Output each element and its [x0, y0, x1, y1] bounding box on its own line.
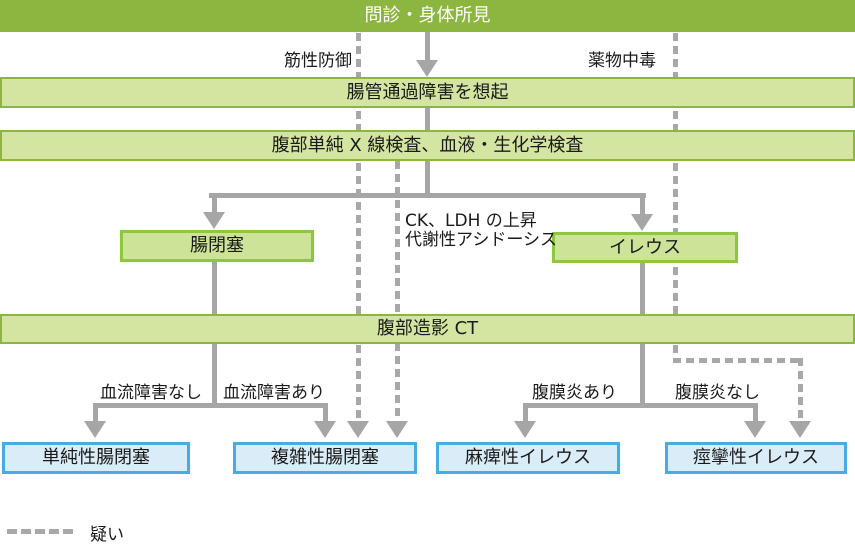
- dashed-line-drug-vertical: [673, 33, 678, 360]
- connector-to-complicated: [323, 403, 328, 423]
- arrowhead-into-simple: [84, 421, 106, 438]
- node-ileus: イレウス: [552, 232, 738, 263]
- node-complicated-obstruction: 複雑性腸閉塞: [233, 442, 417, 474]
- label-ischemia: 血流障害あり: [223, 383, 325, 403]
- node-simple-obstruction: 単純性腸閉塞: [2, 442, 190, 474]
- node-paralytic-ileus: 麻痺性イレウス: [436, 442, 620, 474]
- label-drug-intoxication: 薬物中毒: [588, 51, 656, 71]
- label-peritonitis: 腹膜炎あり: [532, 383, 617, 403]
- connector-header-to-recall: [425, 32, 430, 62]
- label-muscle-guarding: 筋性防御: [284, 51, 352, 71]
- arrowhead-into-paralytic: [514, 421, 536, 438]
- label-ck-ldh-elevation: CK、LDH の上昇: [405, 211, 537, 231]
- connector-split-horizontal: [209, 193, 646, 198]
- node-bowel-obstruction: 腸閉塞: [120, 230, 314, 262]
- bar-recall-suspicion: 腸管通過障害を想起: [0, 77, 855, 108]
- arrowhead-into-recall: [416, 60, 438, 77]
- dashed-line-drug-drop: [798, 358, 803, 421]
- arrowhead-dashed-ck-ldh: [386, 421, 408, 438]
- label-no-ischemia: 血流障害なし: [100, 383, 202, 403]
- bar-xray-blood-tests: 腹部単純 X 線検査、血液・生化学検査: [0, 130, 855, 161]
- arrowhead-into-ileus: [631, 214, 653, 231]
- dashed-line-drug-horizontal: [673, 358, 803, 363]
- connector-to-simple: [93, 403, 98, 423]
- connector-to-spastic: [753, 403, 758, 423]
- dashed-line-muscle-guarding: [356, 33, 361, 421]
- connector-to-obstruction: [212, 193, 217, 213]
- arrowhead-into-obstruction: [203, 212, 225, 229]
- connector-xray-stem: [425, 161, 430, 198]
- bar-contrast-ct: 腹部造影 CT: [0, 314, 855, 344]
- label-metabolic-acidosis: 代謝性アシドーシス: [405, 230, 557, 250]
- label-no-peritonitis: 腹膜炎なし: [675, 383, 760, 403]
- connector-ileus-branch: [523, 403, 758, 408]
- node-spastic-ileus: 痙攣性イレウス: [665, 442, 847, 474]
- arrowhead-dashed-muscle-guarding: [347, 421, 369, 438]
- connector-to-ileus: [640, 193, 645, 214]
- header-bar: 問診・身体所見: [0, 0, 855, 32]
- legend-label-suspicion: 疑い: [90, 525, 124, 545]
- legend-dashed-sample: [7, 529, 77, 534]
- arrowhead-into-complicated: [314, 421, 336, 438]
- connector-obstruction-branch: [93, 403, 328, 408]
- connector-recall-to-xray: [425, 107, 430, 131]
- arrowhead-into-spastic: [744, 421, 766, 438]
- arrowhead-dashed-drug: [789, 421, 811, 438]
- connector-to-paralytic: [523, 403, 528, 423]
- dashed-line-ck-ldh: [395, 161, 400, 421]
